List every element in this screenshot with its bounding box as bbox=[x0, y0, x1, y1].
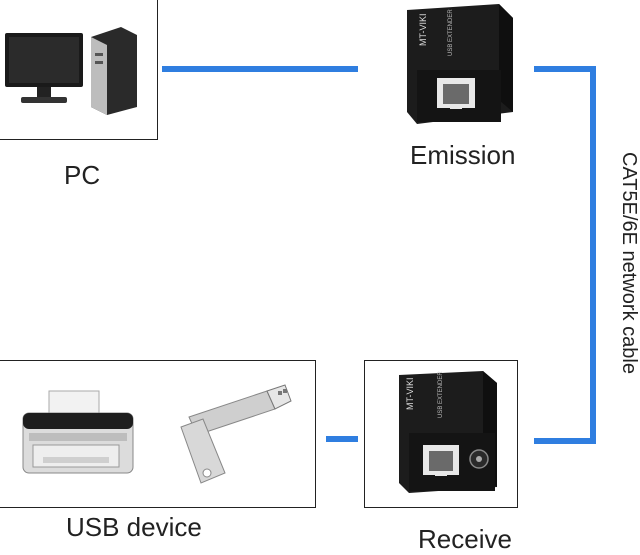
receive-extender-icon bbox=[399, 371, 497, 493]
receive-frame bbox=[364, 360, 518, 508]
emission-label: Emission bbox=[410, 140, 516, 170]
emission-device-text: MT-VIKI bbox=[418, 13, 428, 46]
cable-pc-to-emission bbox=[162, 66, 358, 72]
cable-receive-to-usb bbox=[326, 436, 358, 442]
pc-frame bbox=[0, 0, 158, 140]
receive-device-text: MT-VIKI bbox=[405, 377, 415, 410]
receive-panel-text: USB EXTENDER bbox=[438, 371, 444, 418]
receive-label: Receive bbox=[418, 524, 512, 554]
usb-device-frame bbox=[0, 360, 316, 508]
printer-icon bbox=[22, 390, 134, 474]
cable-vertical bbox=[590, 66, 596, 444]
cable-label: CAT5E/6E network cable bbox=[618, 152, 640, 374]
pc-label: PC bbox=[64, 160, 101, 190]
usb-flash-drive-icon bbox=[180, 384, 292, 484]
emission-panel-text: USB EXTENDER bbox=[448, 9, 454, 56]
usb-devices-illustration bbox=[22, 384, 292, 484]
emission-extender-icon bbox=[407, 4, 513, 124]
cable-to-receive bbox=[534, 438, 596, 444]
pc-illustration bbox=[5, 27, 137, 115]
cable-emission-out bbox=[534, 66, 596, 72]
usb-device-label: USB device bbox=[66, 512, 202, 542]
